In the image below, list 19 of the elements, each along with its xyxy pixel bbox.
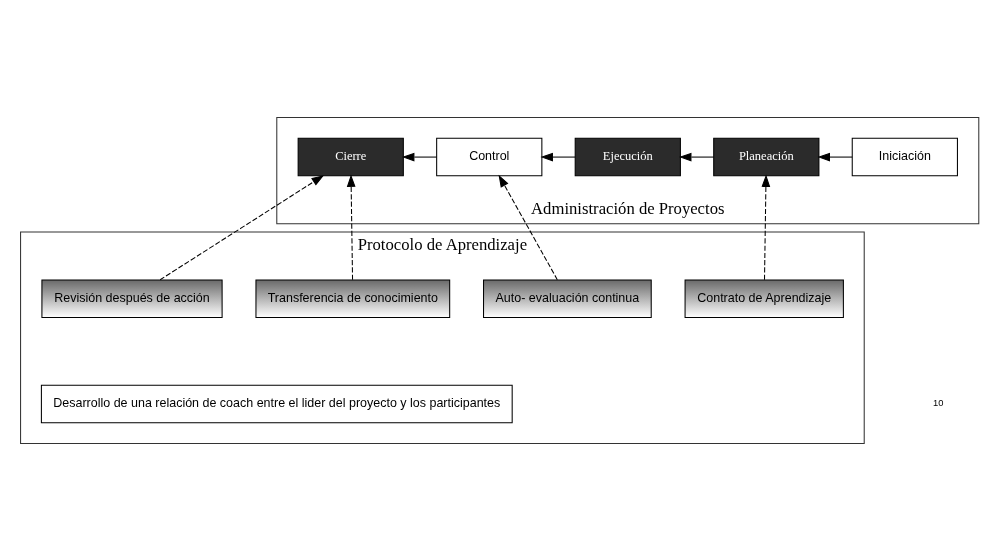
arrow xyxy=(346,173,356,280)
node-box: Auto- evaluación continua xyxy=(483,278,652,318)
arrow xyxy=(817,152,853,161)
node-box: Ejecución xyxy=(574,137,681,176)
node-box: Cierre xyxy=(297,137,404,176)
node-box: Desarrollo de una relación de coach entre el lider del proyecto y los participantes xyxy=(40,384,513,423)
arrow xyxy=(498,174,558,280)
node-box: Contrato de Aprendizaje xyxy=(684,278,844,318)
arrow xyxy=(540,152,576,161)
arrow xyxy=(401,152,438,161)
node-box: Transferencia de conocimiento xyxy=(255,278,451,318)
arrow xyxy=(761,173,771,280)
arrow xyxy=(678,152,715,161)
label: 10 xyxy=(932,397,944,408)
arrow xyxy=(159,174,325,280)
node-box: Revisión después de acción xyxy=(41,278,223,318)
node-box: Iniciación xyxy=(851,137,958,176)
node-box: Control xyxy=(436,137,543,176)
node-box: Planeación xyxy=(713,137,820,176)
